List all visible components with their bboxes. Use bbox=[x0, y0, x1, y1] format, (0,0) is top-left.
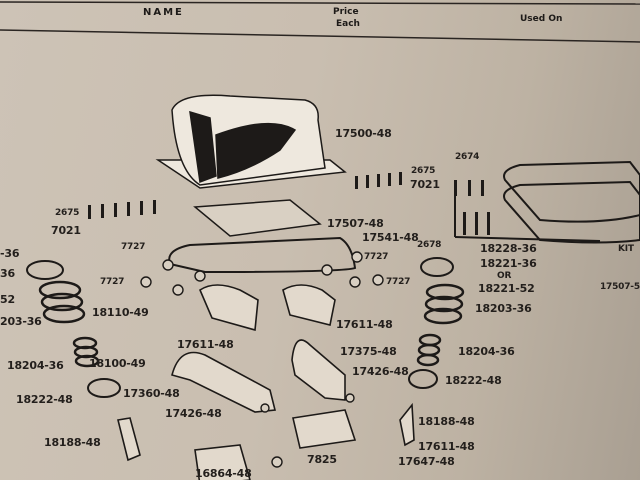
part-label: 18110-49 bbox=[92, 306, 149, 319]
part-label: 18222-48 bbox=[16, 393, 73, 406]
part-label: 18100-49 bbox=[89, 357, 146, 370]
header-top-rule bbox=[0, 1, 640, 5]
part-label: 16864-48 bbox=[195, 467, 252, 480]
part-label: 17375-48 bbox=[340, 345, 397, 358]
part-label: 2675 bbox=[411, 166, 436, 176]
part-label: 17611-48 bbox=[336, 318, 393, 331]
part-label: 7727 bbox=[386, 277, 411, 287]
part-label: 7825 bbox=[307, 453, 337, 466]
column-header-price: Price bbox=[333, 7, 359, 17]
valve-cover bbox=[155, 94, 347, 189]
washers bbox=[26, 257, 454, 398]
part-label: 18228-36 bbox=[480, 242, 537, 255]
small-nuts bbox=[140, 251, 384, 468]
column-header-each: Each bbox=[336, 19, 360, 29]
part-label: 7727 bbox=[100, 277, 125, 287]
part-label: 18221-52 bbox=[478, 282, 535, 295]
screen-filter bbox=[193, 199, 322, 237]
springs bbox=[38, 280, 465, 368]
part-label: 52 bbox=[0, 293, 15, 306]
part-label: 17360-48 bbox=[123, 387, 180, 400]
part-label: 17500-48 bbox=[335, 127, 392, 140]
part-label: 17507-5 bbox=[600, 282, 640, 292]
column-header-used-on: Used On bbox=[520, 14, 563, 24]
rocker-assembly bbox=[117, 284, 415, 480]
part-label: 17647-48 bbox=[398, 455, 455, 468]
part-label: 18222-48 bbox=[445, 374, 502, 387]
part-label: 18188-48 bbox=[418, 415, 475, 428]
part-label: 18204-36 bbox=[458, 345, 515, 358]
part-label: 17611-48 bbox=[418, 440, 475, 453]
part-label: -36 bbox=[0, 247, 20, 260]
part-label: 17426-48 bbox=[352, 365, 409, 378]
column-header-name: NAME bbox=[143, 7, 184, 18]
part-label: 18203-36 bbox=[475, 302, 532, 315]
part-label: 203-36 bbox=[0, 315, 42, 328]
part-label: 7727 bbox=[364, 252, 389, 262]
part-label: 18188-48 bbox=[44, 436, 101, 449]
part-label: 2675 bbox=[55, 208, 80, 218]
header-bottom-rule bbox=[0, 29, 640, 43]
part-label: 18204-36 bbox=[7, 359, 64, 372]
part-label: 36 bbox=[0, 267, 15, 280]
part-label: 17611-48 bbox=[177, 338, 234, 351]
part-label: 17541-48 bbox=[362, 231, 419, 244]
part-label: 7727 bbox=[121, 242, 146, 252]
part-label: KIT bbox=[618, 244, 634, 254]
part-label: OR bbox=[497, 271, 512, 281]
part-label: 17426-48 bbox=[165, 407, 222, 420]
part-label: 18221-36 bbox=[480, 257, 537, 270]
kit-gaskets bbox=[454, 160, 640, 244]
part-label: 2674 bbox=[455, 152, 480, 162]
part-label: 2678 bbox=[417, 240, 442, 250]
part-label: 7021 bbox=[51, 224, 81, 237]
bolt-rows bbox=[88, 172, 490, 235]
part-label: 17507-48 bbox=[327, 217, 384, 230]
part-label: 7021 bbox=[410, 178, 440, 191]
